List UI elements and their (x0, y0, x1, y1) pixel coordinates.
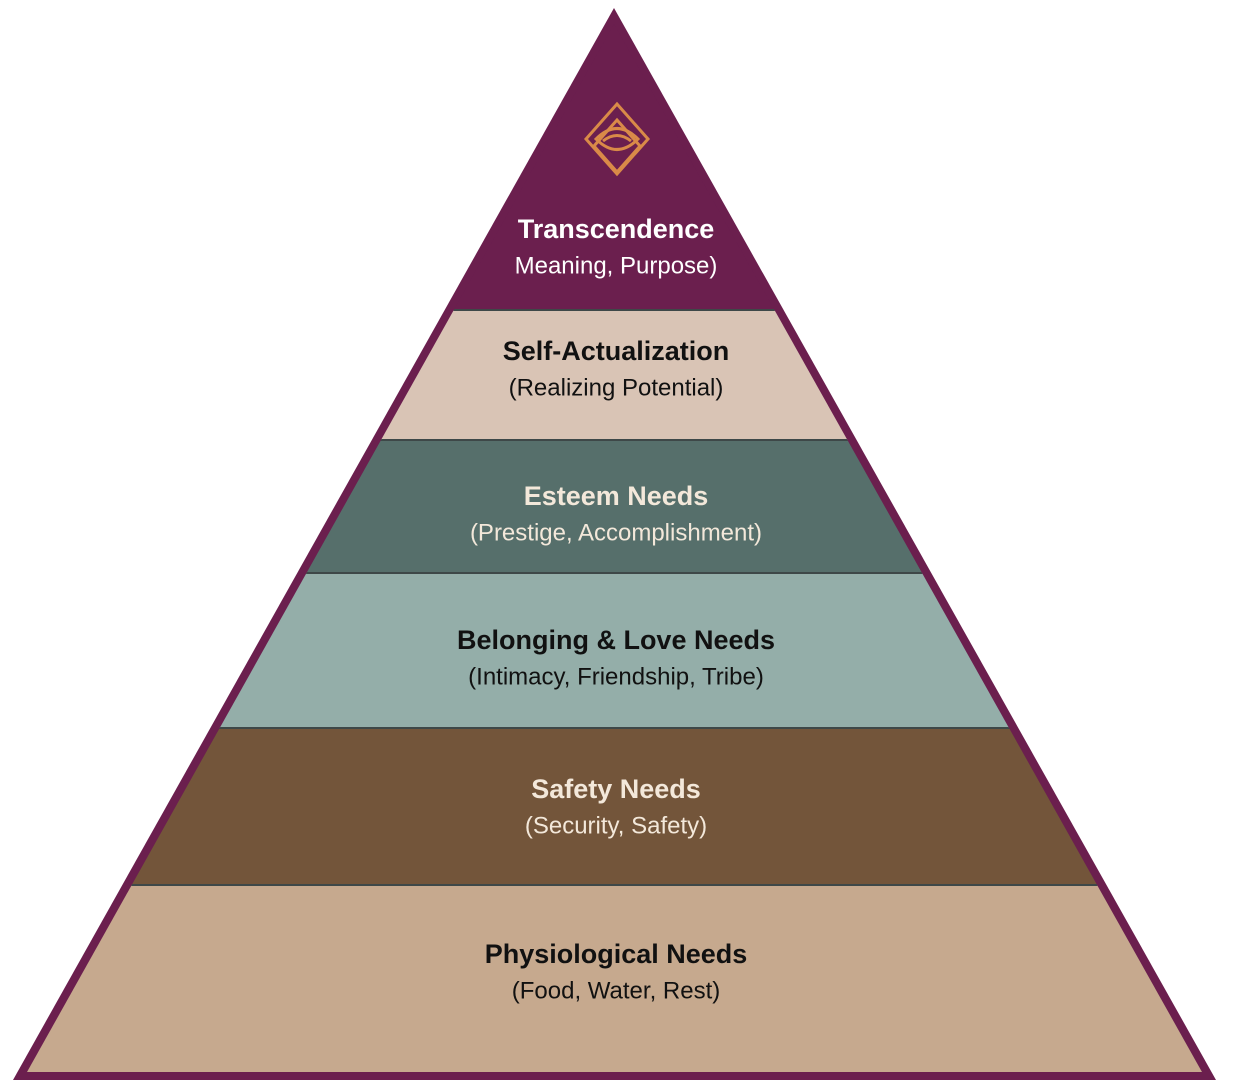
level-title: Transcendence (518, 214, 715, 244)
level-subtitle: (Food, Water, Rest) (512, 977, 721, 1004)
level-title: Physiological Needs (485, 939, 748, 969)
level-safety (27, 728, 1202, 885)
diamond-eye-logo-icon (583, 101, 651, 177)
level-title: Belonging & Love Needs (457, 625, 775, 655)
level-subtitle: (Prestige, Accomplishment) (470, 519, 762, 546)
level-title: Safety Needs (531, 774, 701, 804)
level-subtitle: (Intimacy, Friendship, Tribe) (468, 663, 764, 690)
level-title: Esteem Needs (524, 481, 709, 511)
level-title: Self-Actualization (503, 336, 730, 366)
level-physiological (27, 885, 1202, 1072)
level-subtitle: (Realizing Potential) (509, 374, 724, 401)
level-subtitle: Meaning, Purpose) (515, 252, 718, 279)
level-subtitle: (Security, Safety) (525, 812, 707, 839)
